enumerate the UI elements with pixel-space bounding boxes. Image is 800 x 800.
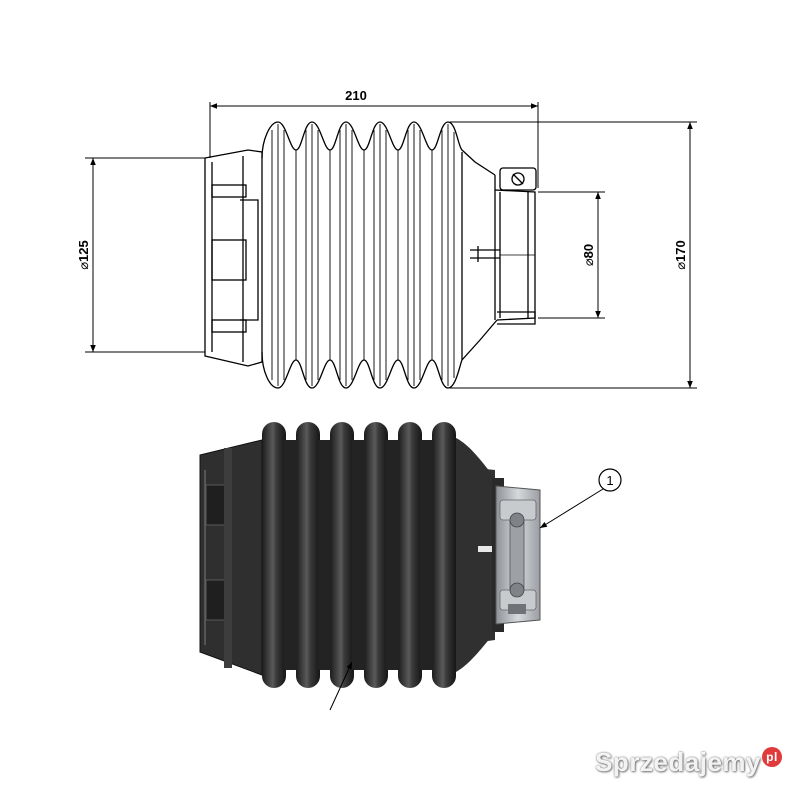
dim-length-label: 210 xyxy=(345,88,367,103)
dimension-lines xyxy=(85,102,697,389)
bellows-outline-bottom xyxy=(261,319,498,389)
bellows-outline-top xyxy=(261,121,496,176)
render-ribs xyxy=(262,422,456,688)
callout-number: 1 xyxy=(606,473,613,488)
line-drawing xyxy=(204,121,537,389)
rendered-boot xyxy=(199,422,541,688)
dim-diameter-small-label: ⌀80 xyxy=(581,244,596,266)
clamp-outline xyxy=(499,167,537,191)
neck xyxy=(461,152,496,360)
dim-diameter-outer-label: ⌀170 xyxy=(673,240,688,270)
dim-diameter-large-label: ⌀125 xyxy=(76,240,91,270)
leader-line xyxy=(329,661,353,711)
render-clamp xyxy=(495,485,541,625)
callout-1: 1 xyxy=(539,468,622,529)
left-flange xyxy=(204,149,263,367)
watermark-brand: Sprzedajemy xyxy=(595,747,761,777)
watermark-tld: pl xyxy=(762,747,782,768)
